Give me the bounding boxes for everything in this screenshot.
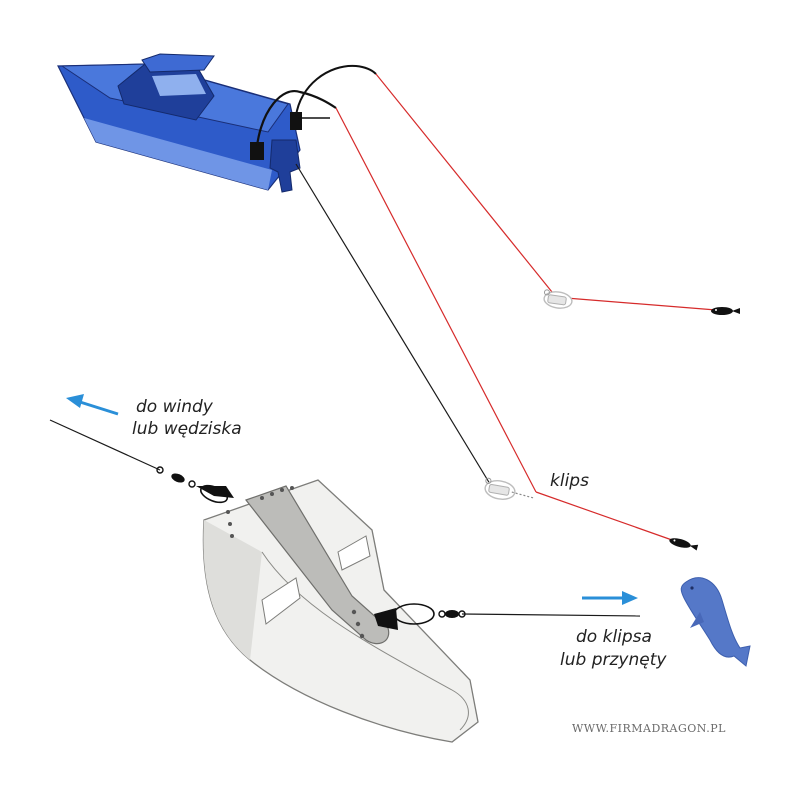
lure-icon <box>669 538 699 551</box>
lure-icon <box>711 307 740 315</box>
label-to-winch-line2: lub wędziska <box>132 419 242 439</box>
planer-window-left <box>261 577 301 625</box>
swivel-right-icon <box>374 603 466 630</box>
swivel-left-icon <box>156 466 234 504</box>
line-black-in <box>49 419 161 471</box>
label-clip: klips <box>550 471 589 491</box>
arrow-right-icon <box>582 591 638 605</box>
label-to-winch-line1: do windy <box>136 397 214 417</box>
arrow-left-icon <box>66 394 119 416</box>
label-to-clip-line2: lub przynęty <box>560 650 667 670</box>
line-black-out <box>461 613 641 617</box>
leader-red-upper <box>565 297 717 311</box>
leader-red-lower <box>535 491 673 541</box>
fish-icon <box>680 577 751 667</box>
planer-face-shade <box>203 520 262 660</box>
boat-icon <box>57 53 377 193</box>
label-to-clip-line1: do klipsa <box>576 627 652 647</box>
boat-roof <box>141 53 215 73</box>
fishing-lines <box>49 73 717 617</box>
planer-keel <box>245 485 390 645</box>
line-red-upper <box>375 73 553 293</box>
release-clip-icon <box>484 477 534 500</box>
rod-left <box>255 89 337 147</box>
release-clip-icon <box>543 289 573 309</box>
downrigger-mount-right <box>290 112 302 130</box>
rod-right <box>295 64 377 117</box>
boat-windscreen <box>152 74 206 96</box>
outboard-motor <box>269 139 301 193</box>
planer-window-right <box>337 535 371 571</box>
line-red-lower <box>335 107 537 493</box>
downrigger-mount-left <box>250 142 264 160</box>
planer-board-icon <box>202 479 479 743</box>
line-black-main <box>295 163 491 485</box>
watermark: WWW.FIRMADRAGON.PL <box>572 722 726 735</box>
boat-hull-band <box>84 118 272 190</box>
